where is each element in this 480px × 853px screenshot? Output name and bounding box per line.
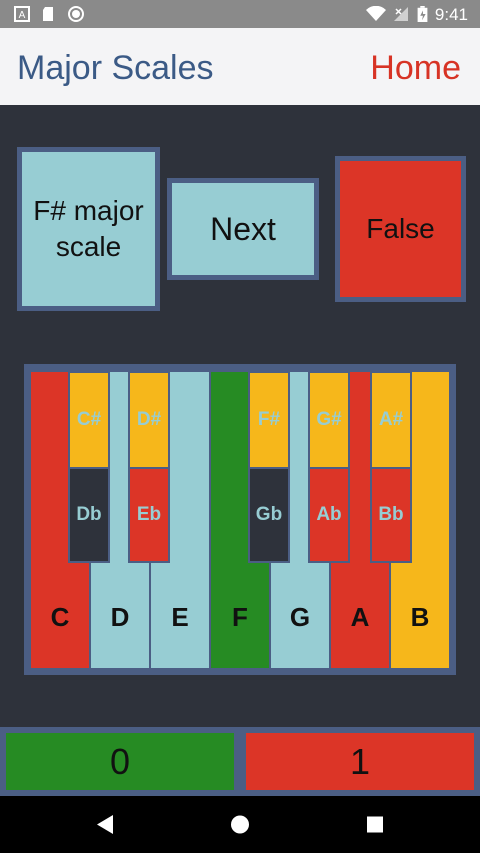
white-key-label: F — [232, 602, 248, 632]
white-key-label: D — [110, 602, 130, 632]
sd-card-icon — [43, 7, 53, 21]
flat-key-gb[interactable]: Gb — [250, 467, 288, 561]
back-button[interactable] — [75, 796, 135, 853]
black-key: F#Gb — [248, 371, 290, 563]
black-key: A#Bb — [370, 371, 412, 563]
home-button[interactable]: Home — [370, 49, 461, 87]
status-time: 9:41 — [434, 5, 468, 24]
navigation-bar — [0, 796, 480, 853]
keyboard-a-icon: A — [14, 6, 30, 22]
battery-icon — [417, 6, 428, 22]
white-key-label: C — [50, 602, 70, 632]
scale-prompt: F# major scale — [17, 147, 160, 311]
sharp-key-d-sharp[interactable]: D# — [130, 373, 168, 467]
next-button-label: Next — [210, 210, 276, 247]
home-circle-icon — [231, 815, 249, 834]
white-key-label: G — [289, 602, 311, 632]
result-indicator: False — [335, 156, 466, 302]
white-key-label: B — [410, 602, 430, 632]
score-bar: 0 1 — [0, 727, 480, 796]
flat-key-eb[interactable]: Eb — [130, 467, 168, 561]
white-key-label: A — [350, 602, 370, 632]
result-label: False — [366, 213, 435, 244]
record-icon — [68, 6, 84, 22]
flat-key-db[interactable]: Db — [70, 467, 108, 561]
sharp-key-c-sharp[interactable]: C# — [70, 373, 108, 467]
white-key-label: E — [171, 602, 189, 632]
scale-prompt-label: F# major scale — [33, 195, 144, 262]
wrong-count: 1 — [246, 733, 474, 790]
black-key: D#Eb — [128, 371, 170, 563]
home-nav-button[interactable] — [210, 796, 270, 853]
back-triangle-icon — [97, 815, 113, 834]
sharp-key-a-sharp[interactable]: A# — [372, 373, 410, 467]
status-bar: A 9:41 — [0, 0, 480, 28]
flat-key-bb[interactable]: Bb — [372, 467, 410, 561]
next-button[interactable]: Next — [167, 178, 319, 280]
app-bar: Major Scales Home — [0, 28, 480, 105]
flat-key-ab[interactable]: Ab — [310, 467, 348, 561]
wifi-icon — [366, 6, 386, 21]
black-key: C#Db — [68, 371, 110, 563]
correct-count: 0 — [6, 733, 234, 790]
signal-off-icon — [394, 7, 408, 21]
black-key: G#Ab — [308, 371, 350, 563]
page-title: Major Scales — [17, 49, 214, 87]
sharp-key-g-sharp[interactable]: G# — [310, 373, 348, 467]
sharp-key-f-sharp[interactable]: F# — [250, 373, 288, 467]
recents-button[interactable] — [345, 796, 405, 853]
recents-square-icon — [367, 816, 383, 833]
svg-text:A: A — [19, 10, 26, 21]
